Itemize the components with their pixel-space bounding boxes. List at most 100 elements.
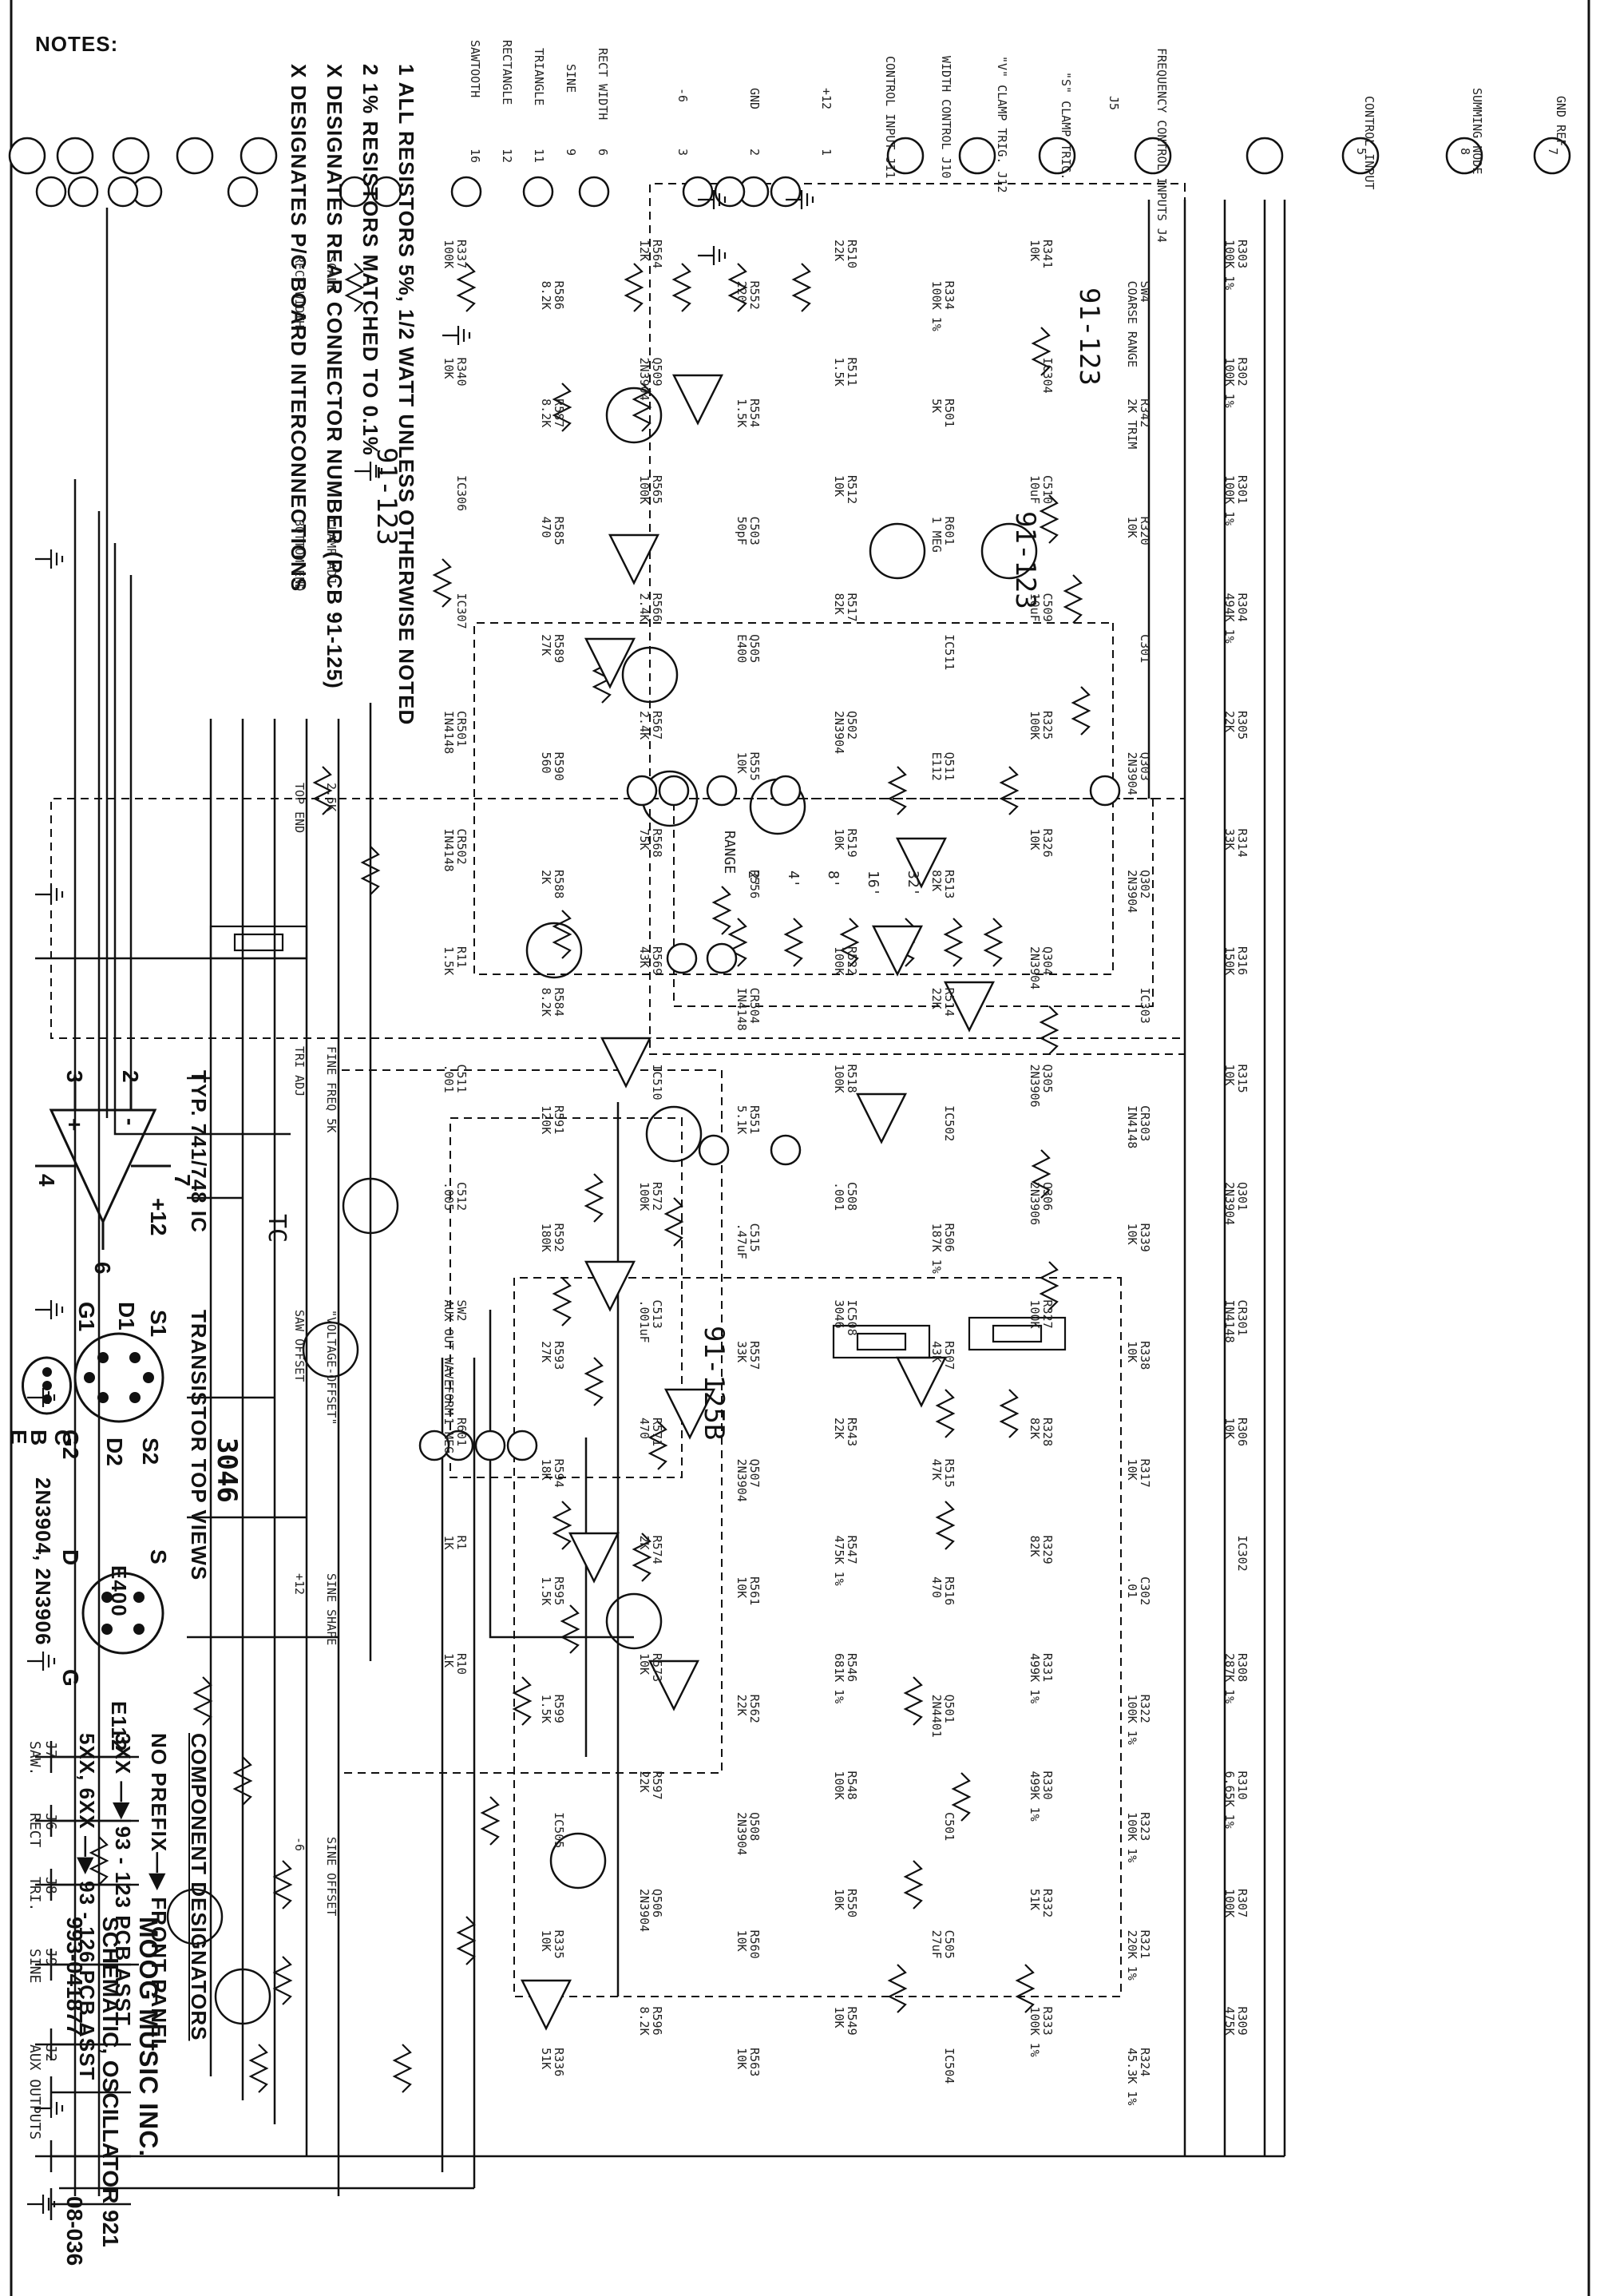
op-amps [520, 374, 996, 2031]
component-ref: R10 [454, 1653, 469, 1675]
component-value: 75K [636, 828, 651, 851]
component-value: 22K [832, 1418, 847, 1440]
board-label-tc: TC [263, 1214, 291, 1243]
component-ref: R338 [1137, 1341, 1152, 1370]
component-value: 180K [539, 1223, 554, 1252]
component-ref: R601 [454, 1418, 469, 1447]
component-value: 10K [442, 357, 457, 379]
component-value: 10K [1027, 828, 1042, 851]
opamp-pin-7: 7 [170, 1174, 195, 1187]
opamp-pin-3: 3 [62, 1070, 87, 1083]
board-label-91-123-b: 91-123 [370, 447, 402, 545]
component-value: 45.3K 1% [1124, 2048, 1139, 2106]
component-value: 51K [1027, 1889, 1042, 1911]
component-ref: R590 [552, 751, 567, 781]
component-ref: C515 [747, 1223, 762, 1252]
component-value: 82K [832, 593, 847, 615]
jack-sine-label: SINE [26, 1949, 43, 1984]
component-c512: C512.005 [442, 1182, 469, 1211]
component-value: 50pF [734, 516, 749, 545]
component-value: 2N3904 [1124, 751, 1139, 795]
component-c513: C513.001uF [637, 1299, 664, 1343]
component-ref: Q304 [1040, 946, 1055, 976]
output-num-6: 6 [596, 149, 610, 157]
component-value: 5K [929, 399, 945, 414]
transistor-heading: TRANSISTOR TOP VIEWS [187, 1310, 211, 1581]
component-value: 22K [929, 987, 945, 1009]
component-value: 10K [1124, 1458, 1139, 1481]
component-value: 2N3904 [734, 1458, 749, 1502]
note-2: 2 1% RESISTORS MATCHED TO 0.1% [358, 64, 382, 456]
e400-pin-d1: D1 [114, 1302, 139, 1330]
component-value: 82K [1027, 1535, 1042, 1557]
output-label-rectangle: RECTANGLE [500, 40, 514, 105]
component-value: 2N3904 [636, 1889, 651, 1933]
component-ref: C509 [1040, 593, 1055, 622]
connector-nodes [8, 137, 1571, 1461]
component-value: 2.4K [636, 593, 651, 622]
jack-rect-num: J6 [42, 1813, 59, 1830]
component-ref: R512 [845, 475, 860, 505]
component-ref: R601 [942, 516, 957, 545]
component-value: 5.1K [734, 1105, 749, 1135]
component-value: 6.65K 1% [1222, 1771, 1237, 1829]
output-num-9: 9 [564, 149, 578, 157]
component-ref: R567 [649, 711, 664, 740]
component-value: 2N3906 [1027, 1182, 1042, 1226]
component-value: 100K [832, 946, 847, 976]
component-value: 22K [636, 1771, 651, 1793]
component-ic307: IC307 [454, 593, 469, 629]
component-ref: R522 [845, 946, 860, 976]
component-value: 100K [1027, 711, 1042, 740]
component-value: 499K 1% [1027, 1771, 1042, 1822]
input-num-5: 5 [1354, 148, 1368, 156]
component-ref: R327 [1040, 1299, 1055, 1329]
component-ref: C513 [649, 1299, 664, 1329]
component-ref: C503 [747, 516, 762, 545]
misc-label: SAW OFFSET [292, 1310, 307, 1382]
component-ref: R557 [747, 1341, 762, 1370]
component-ic510: IC510 [650, 1065, 664, 1100]
component-value: 1.5K [442, 946, 457, 976]
component-ref: IC307 [454, 593, 469, 629]
component-value: 1 MEG [929, 516, 945, 553]
component-ic304: IC304 [1040, 358, 1055, 394]
component-ref: R317 [1137, 1458, 1152, 1488]
misc-label: BOTTOM END [292, 519, 307, 592]
component-c501: C501 [942, 1812, 956, 1841]
component-ref: IC302 [1235, 1535, 1250, 1572]
component-value: E400 [734, 634, 749, 664]
range-32ft: 32' [905, 870, 921, 897]
component-ref: R303 [1235, 240, 1250, 269]
